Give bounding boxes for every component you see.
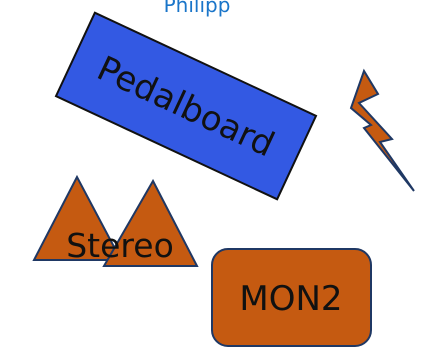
- stereo-label: Stereo: [66, 226, 174, 265]
- pedalboard-box[interactable]: [54, 11, 318, 201]
- stereo-triangle-right[interactable]: [102, 178, 199, 267]
- pedalboard-group: Pedalboard: [54, 11, 318, 201]
- top-label-philipp: Philipp: [164, 0, 231, 17]
- stereo-triangle-left[interactable]: [32, 174, 123, 261]
- mon2-box[interactable]: [211, 248, 372, 347]
- lightning-bolt-icon: [349, 68, 415, 192]
- mon2-label: MON2: [239, 279, 342, 319]
